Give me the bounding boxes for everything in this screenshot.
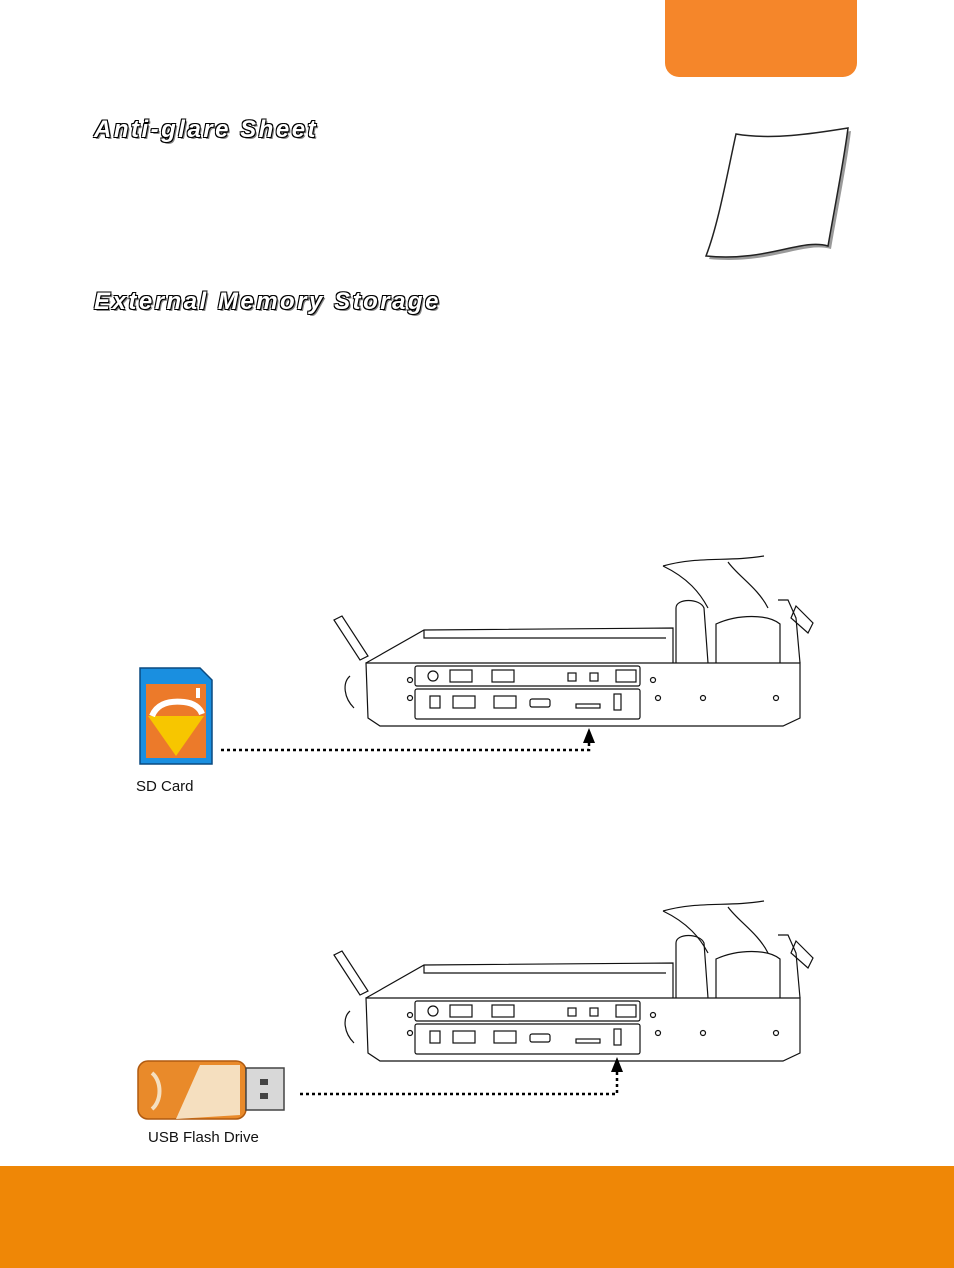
heading-anti-glare-sheet: Anti-glare Sheet [94,116,319,143]
anti-glare-sheet-icon [704,127,851,260]
usb-flash-drive-caption: USB Flash Drive [148,1129,259,1146]
chapter-tab [665,0,857,77]
footer-bar [0,1166,954,1268]
visualizer-device-illustration [333,900,814,1062]
heading-external-memory-storage: External Memory Storage [94,288,441,315]
usb-flash-drive-icon [137,1060,285,1120]
sd-card-diagram [139,555,814,765]
visualizer-device-illustration [333,555,814,727]
usb-flash-drive-diagram [137,900,814,1120]
sd-card-caption: SD Card [136,778,194,795]
sd-card-icon [139,667,213,765]
arrow-up-icon [583,728,595,743]
arrow-up-icon [611,1057,623,1072]
